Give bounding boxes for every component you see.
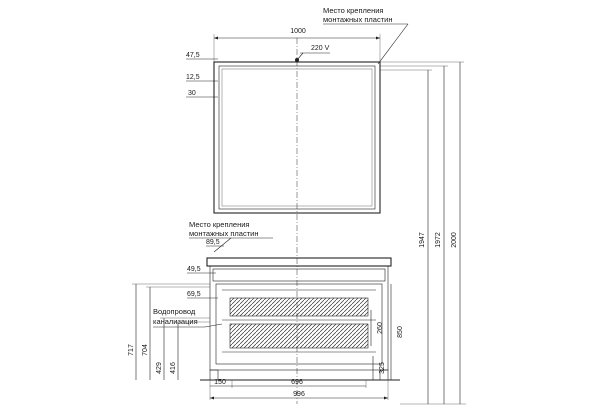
dim-996: 996	[293, 391, 305, 398]
drain-note-line1: Водопровод	[153, 307, 196, 316]
dim-89-5: 89,5	[206, 239, 220, 246]
bottom-width-dimensions: 150 696 996	[209, 379, 389, 400]
inner-right-dimensions: 260 850 325	[370, 284, 404, 380]
dim-30: 30	[188, 90, 196, 97]
dim-69-5: 69,5	[187, 291, 201, 298]
drain-note-line2: канализация	[153, 317, 198, 326]
dim-12-5: 12,5	[186, 74, 200, 81]
dim-696: 696	[291, 379, 303, 386]
dim-49-5: 49,5	[187, 266, 201, 273]
drain-note: Водопровод канализация	[153, 307, 223, 328]
mirror-width-dimension: 1000	[213, 28, 381, 62]
dim-150: 150	[214, 379, 226, 386]
cabinet-left-dimensions: 89,5 49,5 69,5	[187, 239, 224, 299]
dim-717: 717	[128, 344, 135, 356]
power-label: 220 V	[311, 45, 330, 52]
dim-325: 325	[379, 362, 386, 374]
dim-260: 260	[377, 322, 384, 334]
middle-mount-note-line1: Место крепления	[189, 220, 249, 229]
top-mount-note-line2: монтажных пластин	[323, 15, 393, 24]
dim-429: 429	[156, 362, 163, 374]
middle-mount-note: Место крепления монтажных пластин	[189, 220, 273, 253]
dim-416: 416	[170, 362, 177, 374]
mirror-width-label: 1000	[290, 28, 306, 35]
dim-47-5: 47,5	[186, 52, 200, 59]
dim-850: 850	[397, 326, 404, 338]
dim-704: 704	[142, 344, 149, 356]
left-height-dimensions: 717 704 429 416	[128, 283, 210, 380]
top-mount-note: Место крепления монтажных пластин	[323, 6, 409, 65]
vanity-cabinet	[200, 257, 400, 381]
mirror	[213, 58, 381, 214]
dim-1972: 1972	[435, 232, 442, 248]
dim-1947: 1947	[419, 232, 426, 248]
middle-mount-note-line2: монтажных пластин	[189, 229, 259, 238]
mirror-left-dimensions: 47,5 12,5 30	[186, 52, 218, 98]
top-mount-note-line1: Место крепления	[323, 6, 383, 15]
dim-2000: 2000	[451, 232, 458, 248]
outer-right-dimensions: 1947 1972 2000	[380, 61, 466, 405]
power-callout: 220 V	[296, 45, 330, 61]
